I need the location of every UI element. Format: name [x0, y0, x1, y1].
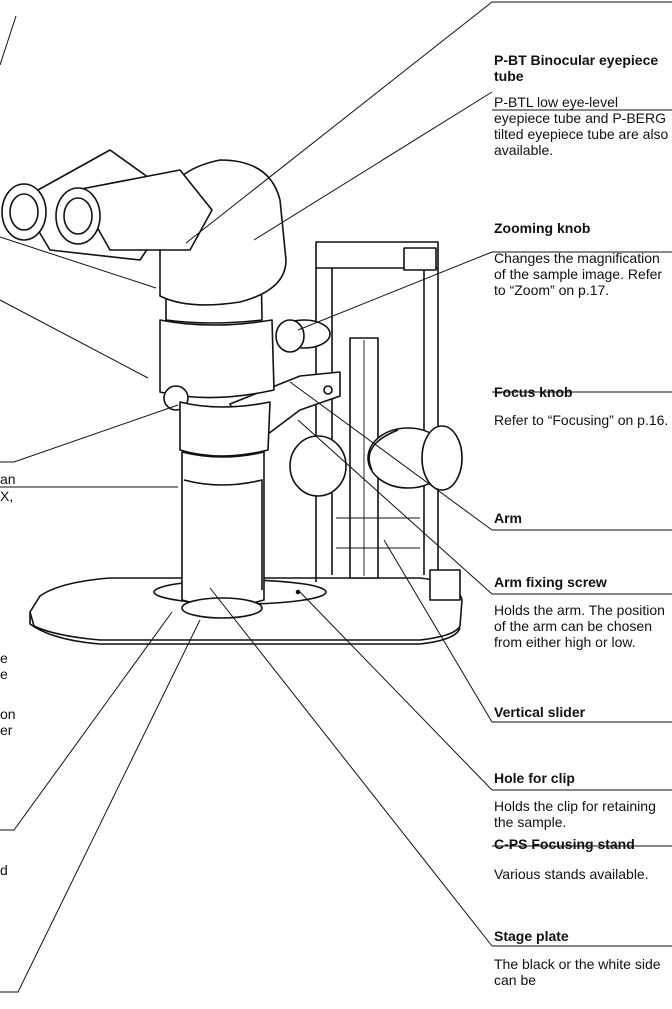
- label-title: C-PS Focusing stand: [494, 836, 635, 852]
- label-desc: Changes the magnification of the sample …: [494, 250, 663, 298]
- focus-knob-shape: [367, 425, 463, 491]
- label-desc: Holds the clip for retaining the sample.: [494, 798, 656, 830]
- left-text-fragment: e: [0, 650, 8, 666]
- label-title: Stage plate: [494, 928, 569, 944]
- left-text-fragment: e: [0, 666, 8, 682]
- label-arm-fixing-screw: Arm fixing screw Holds the arm. The posi…: [494, 574, 672, 650]
- label-title: Vertical slider: [494, 704, 586, 720]
- zoom-knob-shape: [275, 319, 331, 353]
- eyepiece-tubes: [1, 149, 213, 261]
- label-title: Arm fixing screw: [494, 574, 607, 590]
- label-zooming-knob: Zooming knob Changes the magnification o…: [494, 220, 672, 298]
- label-desc: Holds the arm. The position of the arm c…: [494, 602, 665, 650]
- label-desc: Refer to “Focusing” on p.16.: [494, 412, 669, 428]
- left-text-fragment: an: [0, 471, 16, 487]
- label-desc: The black or the white side can be: [494, 956, 661, 988]
- label-title: Arm: [494, 510, 523, 526]
- label-arm: Arm: [494, 510, 672, 526]
- label-title: Focus knob: [494, 384, 573, 400]
- label-title: Hole for clip: [494, 770, 575, 786]
- objective-lens: [181, 451, 265, 619]
- label-title: Zooming knob: [494, 220, 591, 236]
- label-title: P-BT Binocular eyepiece tube: [494, 52, 659, 84]
- left-text-fragment: d: [0, 862, 8, 878]
- label-hole-for-clip: Hole for clip Holds the clip for retaini…: [494, 770, 672, 830]
- label-desc: P-BTL low eye-level eyepiece tube and P-…: [494, 94, 669, 158]
- focus-knob-left-shape: [289, 435, 347, 497]
- label-vertical-slider: Vertical slider: [494, 704, 672, 720]
- left-text-fragment: X,: [0, 488, 14, 504]
- label-focus-knob: Focus knob Refer to “Focusing” on p.16.: [494, 384, 672, 428]
- left-text-fragment: on: [0, 706, 16, 722]
- label-eyepiece-tube: P-BT Binocular eyepiece tube P-BTL low e…: [494, 52, 672, 158]
- label-focusing-stand: C-PS Focusing stand Various stands avail…: [494, 836, 672, 882]
- left-text-fragment: er: [0, 722, 13, 738]
- label-stage-plate: Stage plate The black or the white side …: [494, 928, 672, 988]
- label-desc: Various stands available.: [494, 866, 649, 882]
